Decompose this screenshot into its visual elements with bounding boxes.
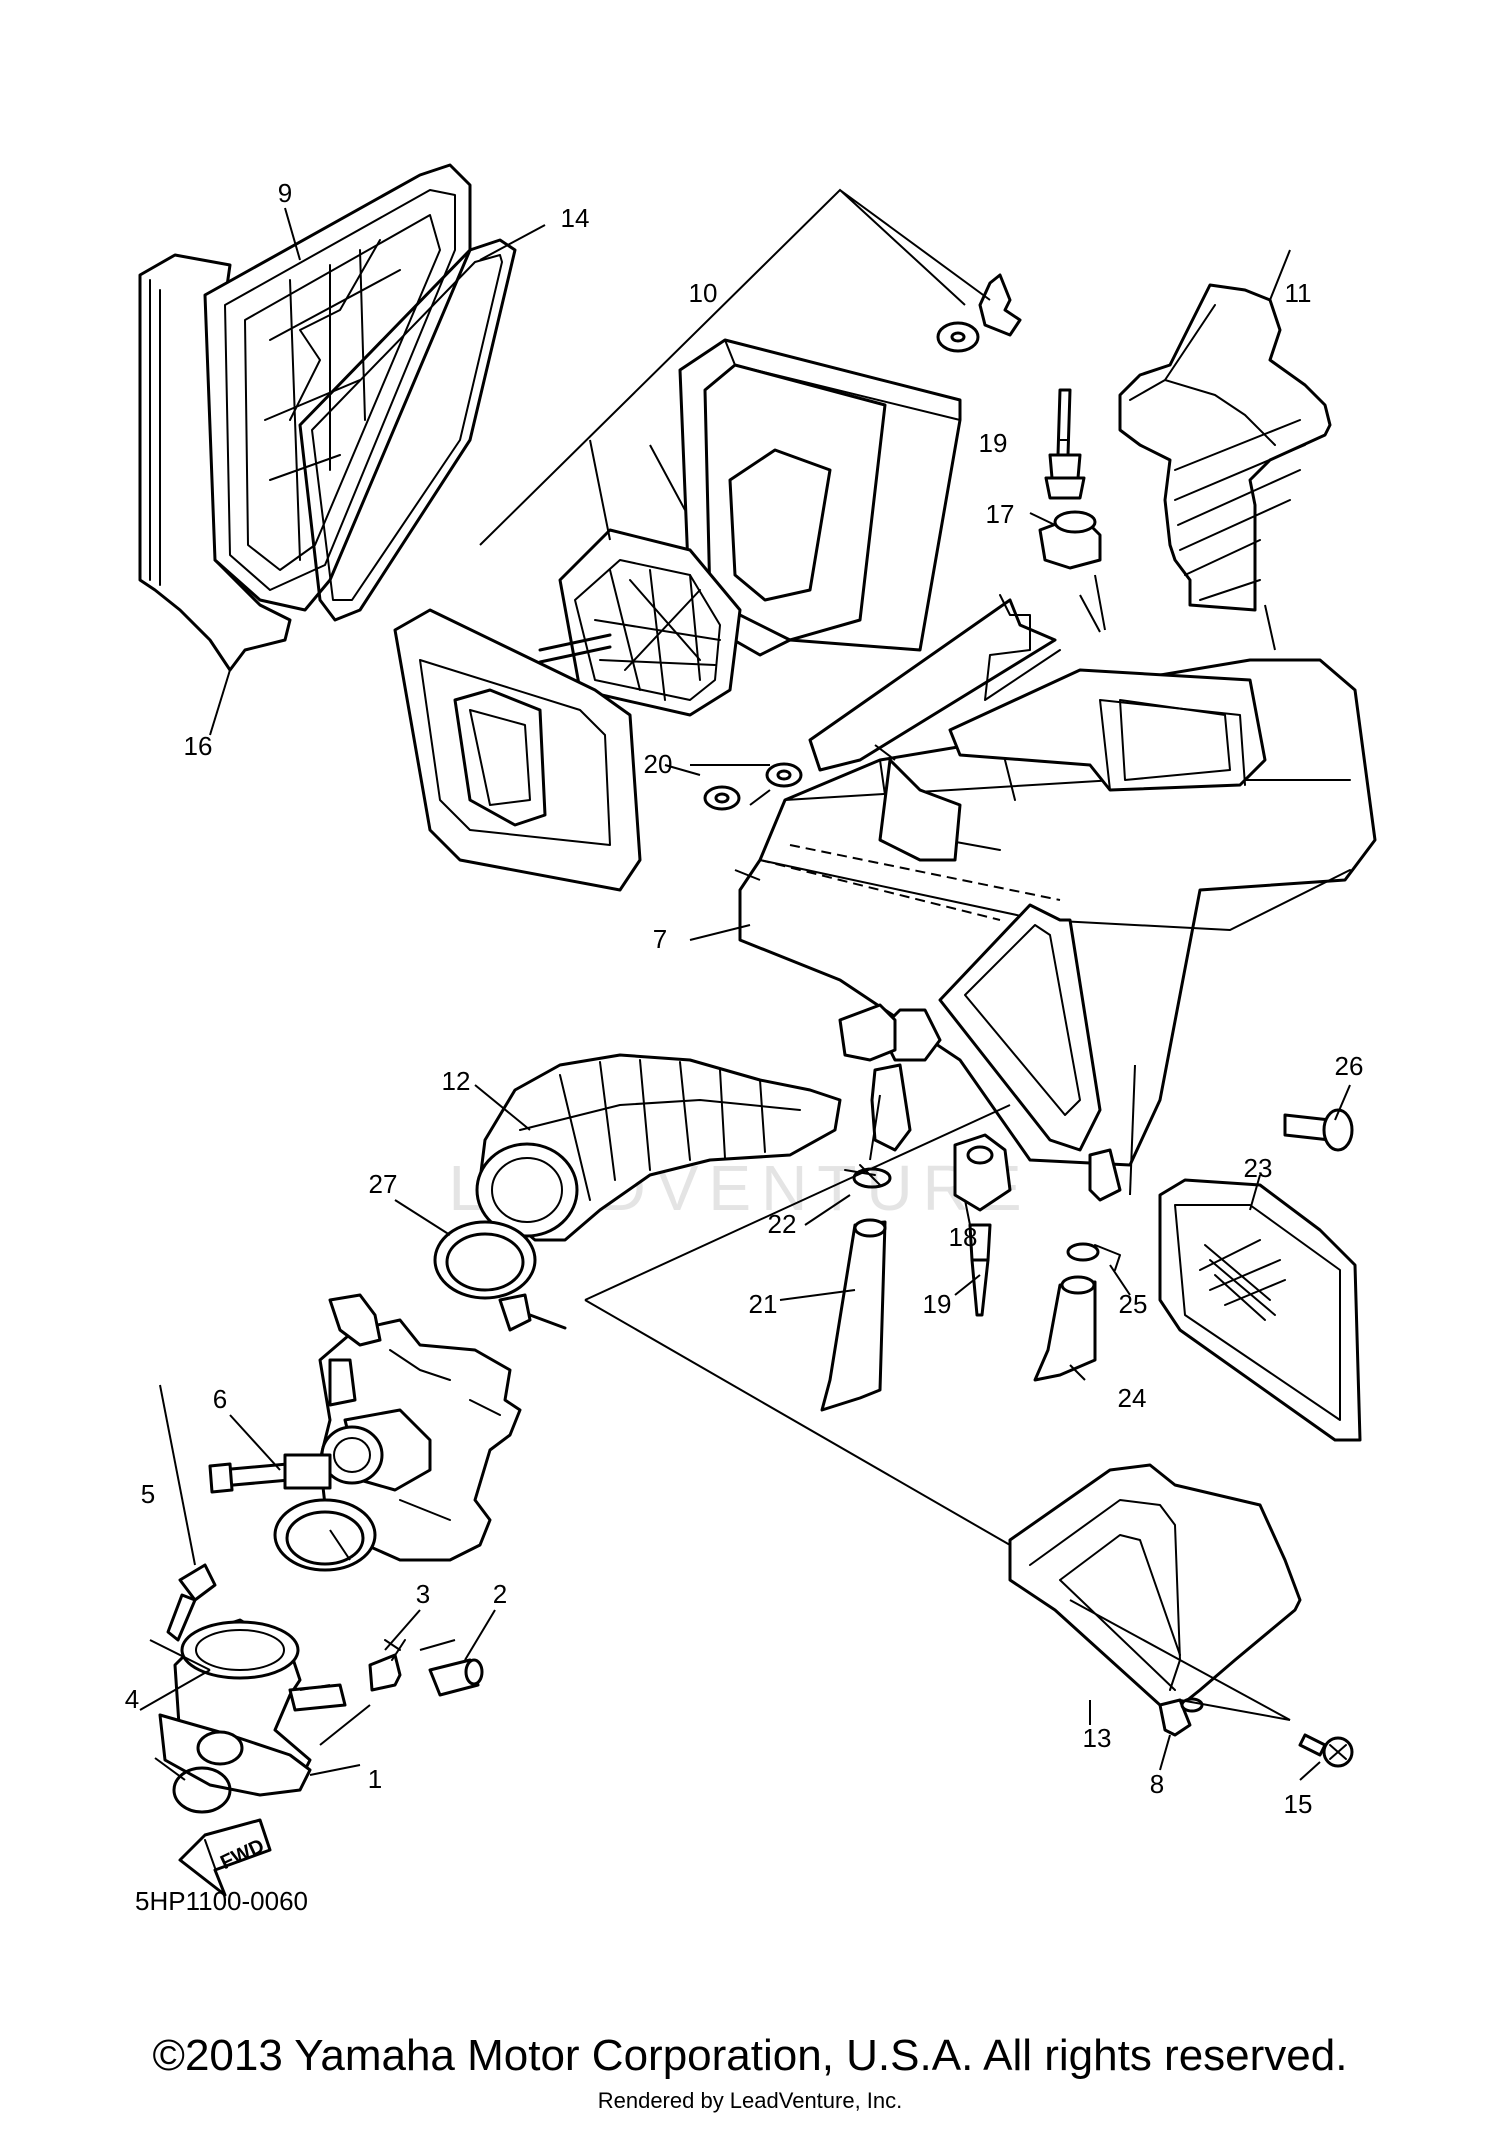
callout-21: 21 — [749, 1289, 778, 1319]
o-ring — [172, 1766, 232, 1814]
callout-8: 8 — [1150, 1769, 1164, 1799]
callout-14: 14 — [561, 203, 590, 233]
air-box-joint — [475, 1053, 842, 1242]
callout-9: 9 — [278, 178, 292, 208]
intake-duct — [1118, 283, 1332, 612]
air-box-cover — [138, 163, 472, 672]
callout-19-top: 19 — [979, 428, 1008, 458]
hose-clip — [368, 1639, 406, 1692]
callout-15: 15 — [1284, 1789, 1313, 1819]
joint-clamp — [433, 1220, 567, 1332]
callout-7: 7 — [653, 924, 667, 954]
throttle-clamp — [208, 1453, 377, 1572]
callout-13: 13 — [1083, 1723, 1112, 1753]
callout-17: 17 — [986, 499, 1015, 529]
diagram-part-code: 5HP1100-0060 — [135, 1886, 308, 1916]
case-cover-screen — [1158, 1178, 1362, 1442]
rendered-by-notice: Rendered by LeadVenture, Inc. — [598, 2088, 903, 2113]
fwd-arrow: FWD — [178, 1818, 272, 1897]
cover-gasket — [298, 238, 517, 622]
grommets — [703, 762, 803, 811]
callout-27: 27 — [369, 1169, 398, 1199]
rivet-top — [1044, 388, 1086, 500]
blind-cap — [428, 1658, 484, 1697]
damper — [953, 1133, 1012, 1212]
callout-22: 22 — [768, 1209, 797, 1239]
callout-labels: 1 2 3 4 5 6 7 8 9 10 11 12 13 14 15 16 1… — [125, 178, 1364, 1819]
carburetor — [318, 1293, 522, 1562]
callout-25: 25 — [1119, 1289, 1148, 1319]
callout-26: 26 — [1335, 1051, 1364, 1081]
air-box-case — [738, 594, 1377, 1202]
callout-2: 2 — [493, 1579, 507, 1609]
sub-case — [1008, 1463, 1302, 1737]
copyright-notice: ©2013 Yamaha Motor Corporation, U.S.A. A… — [153, 2031, 1348, 2080]
callout-18: 18 — [949, 1222, 978, 1252]
holder-bracket — [1038, 510, 1102, 570]
callout-4: 4 — [125, 1684, 139, 1714]
callout-5: 5 — [141, 1479, 155, 1509]
callout-3: 3 — [416, 1579, 430, 1609]
callout-10: 10 — [689, 278, 718, 308]
callout-23: 23 — [1244, 1153, 1273, 1183]
callout-11: 11 — [1285, 278, 1312, 308]
drain-hose-rear — [1033, 1242, 1121, 1382]
callout-1: 1 — [368, 1764, 382, 1794]
intake-manifold — [158, 1618, 347, 1797]
callout-24: 24 — [1118, 1383, 1147, 1413]
case-bolt — [1283, 1108, 1354, 1152]
callout-16: 16 — [184, 731, 213, 761]
callout-20: 20 — [644, 749, 673, 779]
manifold-screw — [166, 1563, 217, 1642]
sub-case-screw — [1298, 1733, 1354, 1768]
callout-6: 6 — [213, 1384, 227, 1414]
callout-12: 12 — [442, 1066, 471, 1096]
callout-19-lower: 19 — [923, 1289, 952, 1319]
drain-hose-front — [820, 1164, 892, 1412]
air-filter-element — [393, 273, 1022, 892]
rivet-lower — [968, 1223, 992, 1317]
